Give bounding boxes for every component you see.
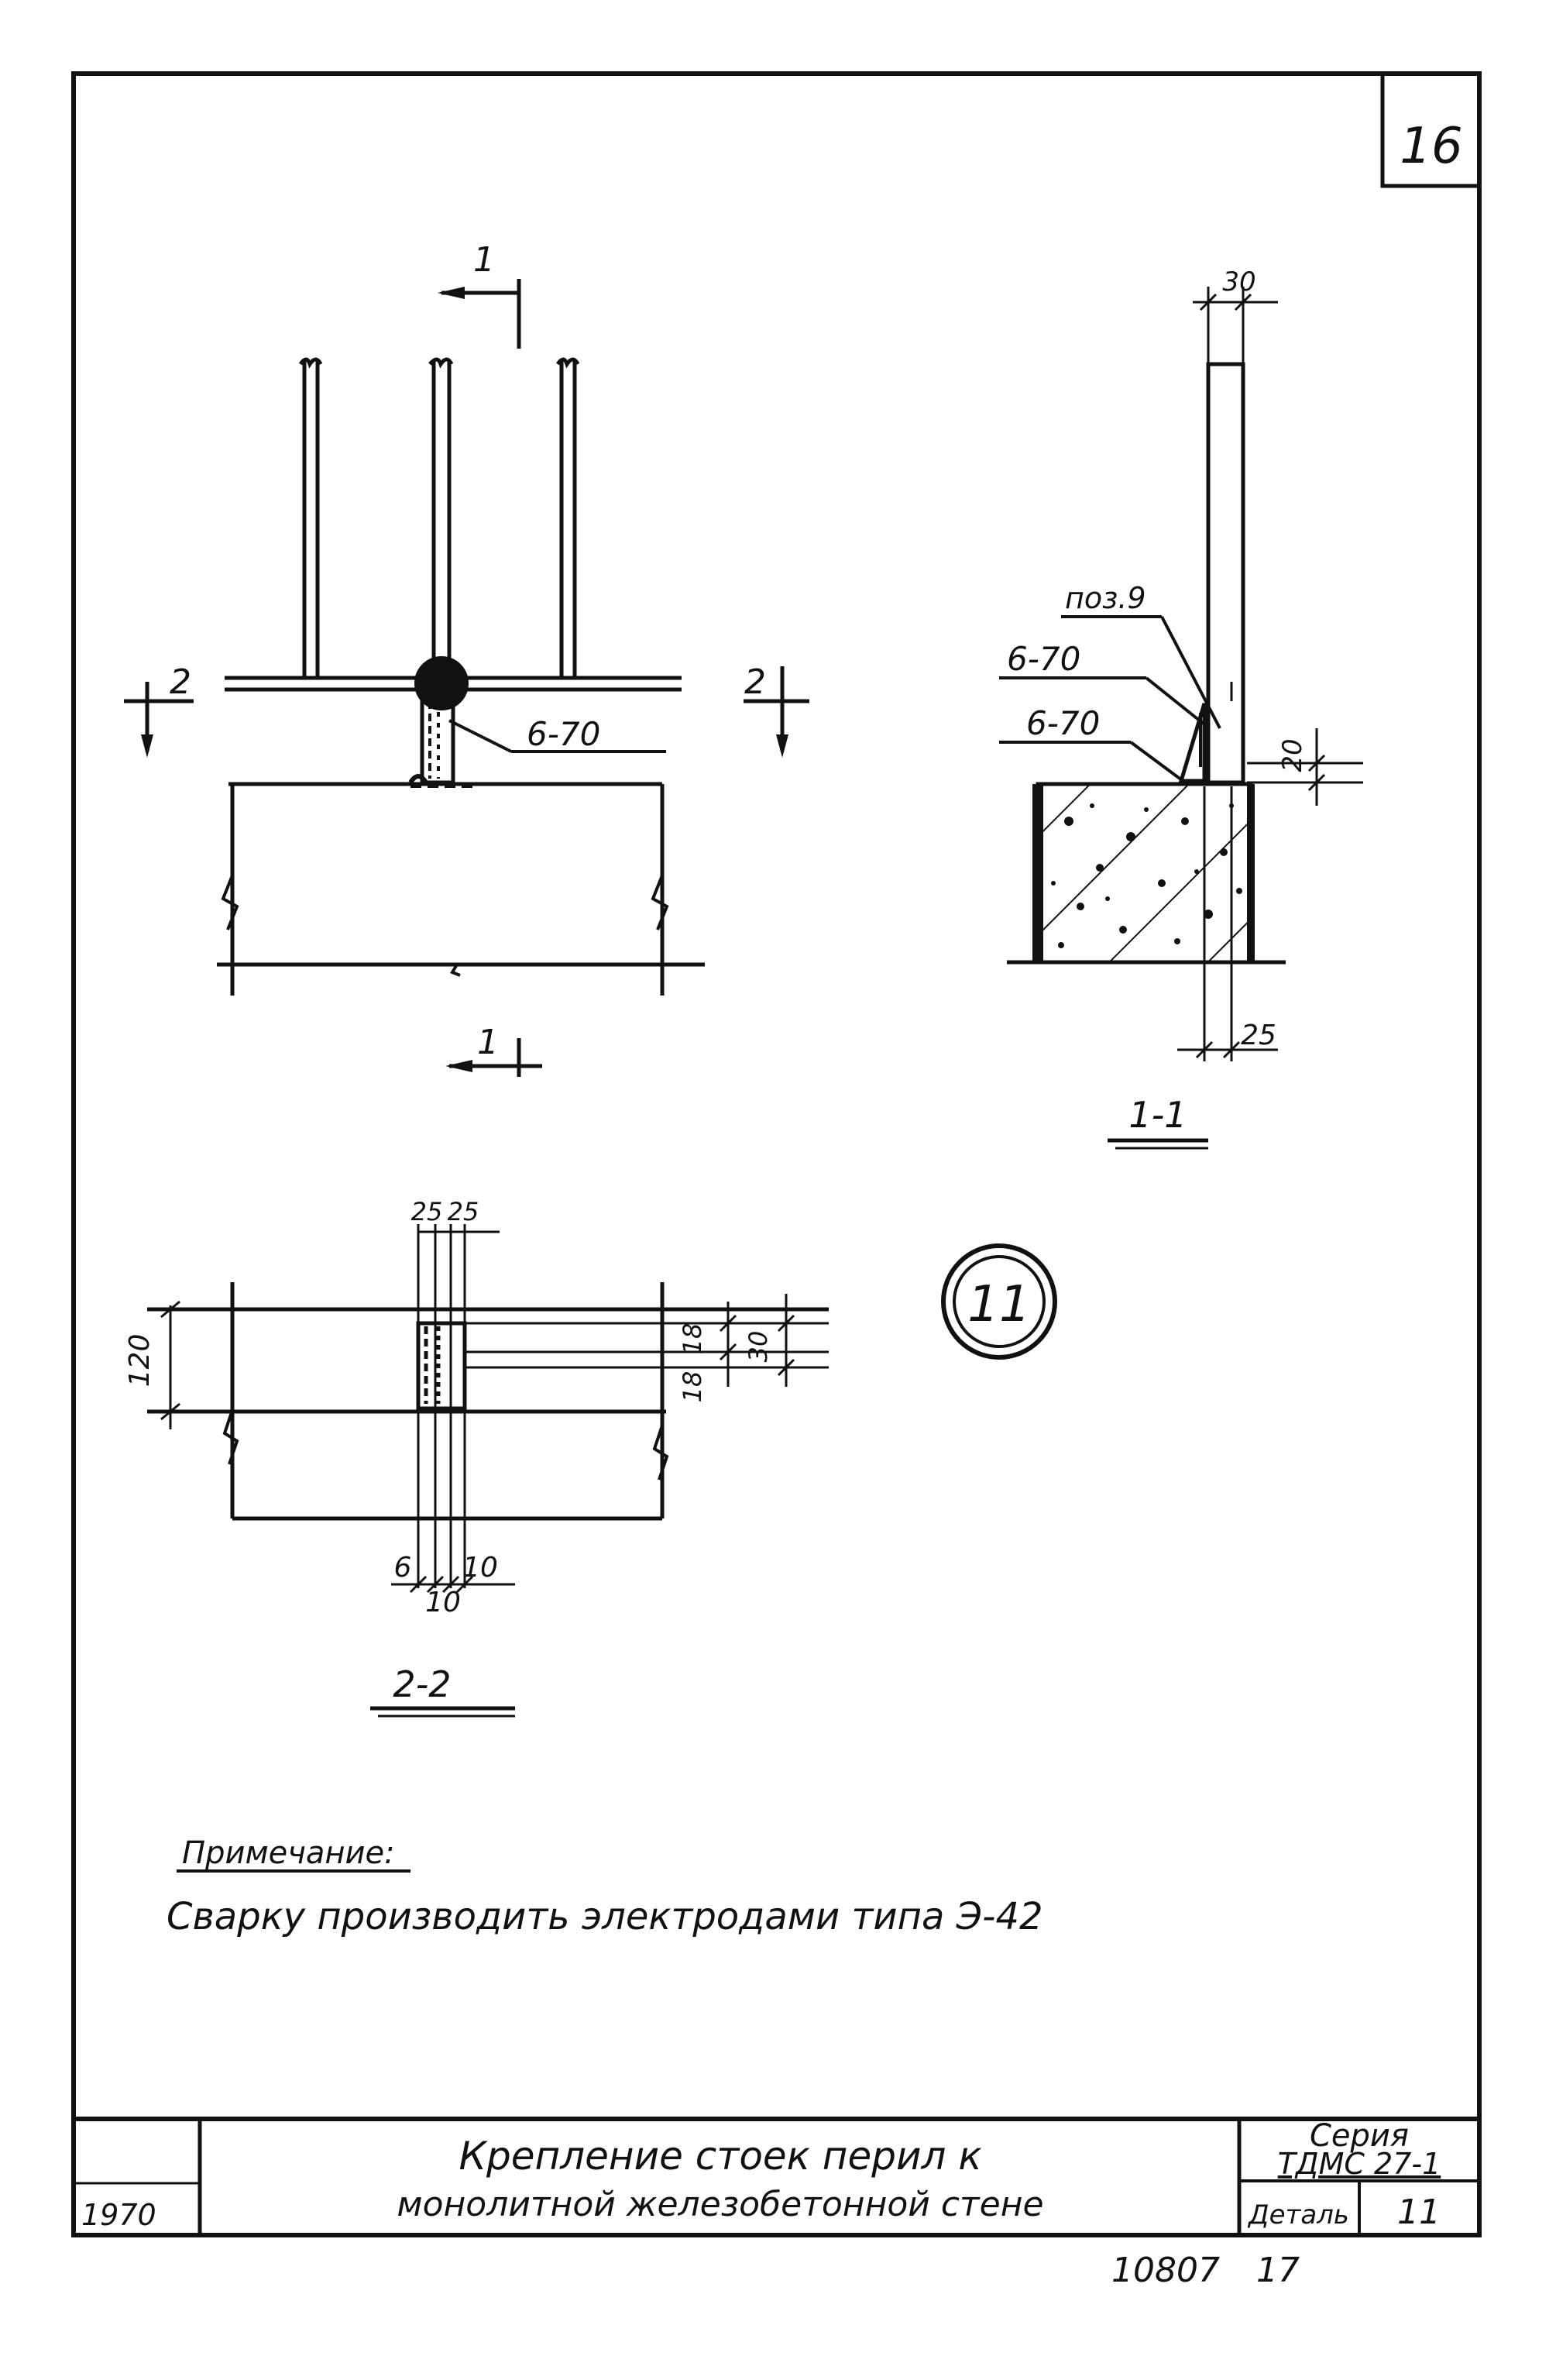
weld-2-leader: 6-70 xyxy=(999,704,1187,784)
svg-text:18: 18 xyxy=(678,1323,707,1355)
section-mark-1-bottom: 1 xyxy=(445,1023,542,1077)
series-value: ТДМС 27-1 xyxy=(1278,2147,1441,2181)
svg-text:25: 25 xyxy=(1241,1020,1276,1051)
svg-text:2: 2 xyxy=(170,662,191,702)
svg-text:30: 30 xyxy=(1222,267,1255,298)
section-2-2-title: 2-2 xyxy=(393,1663,451,1705)
svg-text:30: 30 xyxy=(744,1331,773,1363)
front-view: 6-70 1 1 2 xyxy=(124,240,809,1077)
svg-text:поз.9: поз.9 xyxy=(1065,581,1146,615)
svg-text:1: 1 xyxy=(473,240,495,280)
page-number: 16 xyxy=(1400,118,1462,175)
detail-label: Деталь xyxy=(1247,2199,1349,2230)
svg-text:6-70: 6-70 xyxy=(1026,704,1100,742)
weld-label-front: 6-70 xyxy=(527,715,600,753)
svg-text:10: 10 xyxy=(425,1587,461,1618)
note-text: Сварку производить электродами типа Э-42 xyxy=(167,1895,1043,1938)
section-mark-2-left: 2 xyxy=(124,662,194,758)
dim-bottom xyxy=(391,1575,515,1594)
dim-20: 20 xyxy=(1247,728,1363,806)
detail-value: 11 xyxy=(1397,2193,1441,2232)
svg-text:1: 1 xyxy=(477,1023,499,1062)
svg-text:120: 120 xyxy=(124,1334,156,1388)
weld-leader: 6-70 xyxy=(448,715,666,753)
note-heading: Примечание: xyxy=(182,1835,395,1871)
sheet-index: 17 xyxy=(1256,2251,1300,2290)
section-2-2: 25 25 120 18 18 30 6 10 10 2-2 xyxy=(124,1197,829,1718)
wall-outline xyxy=(217,782,705,996)
sheet-border xyxy=(71,71,1482,2237)
weld-1-leader: 6-70 xyxy=(999,640,1206,726)
concrete-wall xyxy=(1032,782,1255,965)
title-line-2: монолитной железобетонной стене xyxy=(397,2185,1043,2224)
weld-plate xyxy=(408,695,472,788)
title-line-1: Крепление стоек перил к xyxy=(459,2134,981,2179)
title-block: Крепление стоек перил к монолитной желез… xyxy=(74,2117,1479,2235)
section-1-1: поз.9 6-70 6-70 30 20 xyxy=(999,267,1363,1150)
note: Примечание: Сварку производить электрода… xyxy=(167,1835,1043,1938)
svg-text:6-70: 6-70 xyxy=(1007,640,1080,678)
page-number-box: 16 xyxy=(1380,74,1479,188)
dim-25: 25 xyxy=(1177,786,1278,1061)
plan-extension-lines xyxy=(417,1224,829,1588)
dim-30: 30 xyxy=(1193,267,1278,364)
year: 1970 xyxy=(81,2198,156,2232)
section-weld-plate xyxy=(1178,703,1207,783)
section-mark-1-top: 1 xyxy=(438,240,521,349)
railing-posts xyxy=(298,357,580,701)
plan-weld-plate xyxy=(416,1321,467,1411)
serial-number: 10807 xyxy=(1111,2251,1220,2290)
post-profile xyxy=(1206,362,1245,785)
series-label: Серия xyxy=(1310,2118,1409,2154)
section-1-1-title: 1-1 xyxy=(1128,1094,1187,1136)
section-mark-2-right: 2 xyxy=(744,662,809,758)
svg-text:25: 25 xyxy=(448,1197,479,1226)
detail-circle: 11 xyxy=(941,1243,1057,1360)
svg-text:6: 6 xyxy=(394,1552,412,1584)
svg-text:18: 18 xyxy=(678,1371,707,1403)
svg-text:2: 2 xyxy=(744,662,766,702)
svg-text:20: 20 xyxy=(1277,738,1308,772)
dim-120: 120 xyxy=(124,1300,180,1429)
svg-text:11: 11 xyxy=(967,1276,1030,1333)
pos-9-leader: поз.9 xyxy=(1061,581,1221,729)
section-2-2-outline xyxy=(147,1282,829,1521)
dim-18-30: 18 18 30 xyxy=(678,1294,795,1403)
svg-text:25: 25 xyxy=(411,1197,443,1226)
svg-text:10: 10 xyxy=(462,1552,498,1584)
